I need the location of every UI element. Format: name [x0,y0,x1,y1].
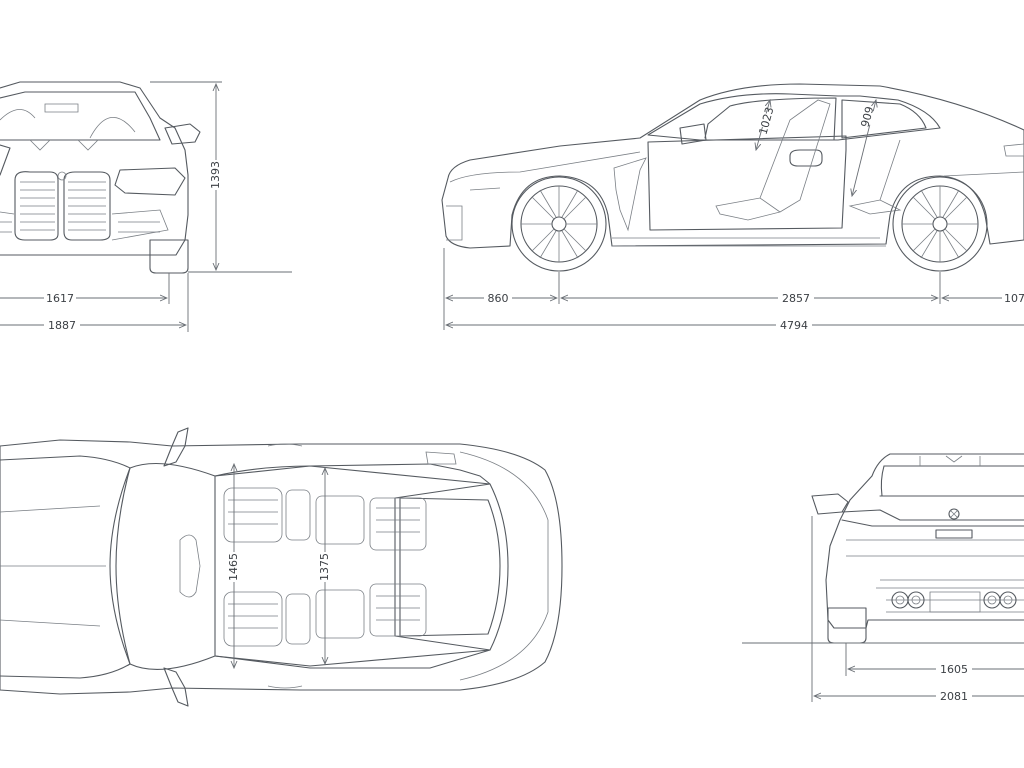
front-view [0,81,201,274]
wheelbase-label: 2857 [782,292,810,305]
rear-track-label: 1605 [940,663,968,676]
front-overhang-label: 860 [488,292,509,305]
width-with-mirrors-label: 2081 [940,690,968,703]
shoulder-rear-label: 1375 [318,553,331,581]
rear-dimensions: 1605 2081 [742,516,1024,703]
side-dimensions: 860 2857 1072 4794 [443,248,1024,332]
top-view [0,427,563,707]
overall-length-label: 4794 [780,319,808,332]
side-view [441,83,1024,272]
front-track-label: 1617 [46,292,74,305]
rear-overhang-label: 1072 [1004,292,1024,305]
headroom-rear-label: 909 [859,105,877,129]
rear-view [811,453,1024,644]
shoulder-front-label: 1465 [227,553,240,581]
front-width-label: 1887 [48,319,76,332]
front-height-label: 1393 [209,161,222,189]
front-dimensions: 1393 1617 1887 [0,81,292,332]
